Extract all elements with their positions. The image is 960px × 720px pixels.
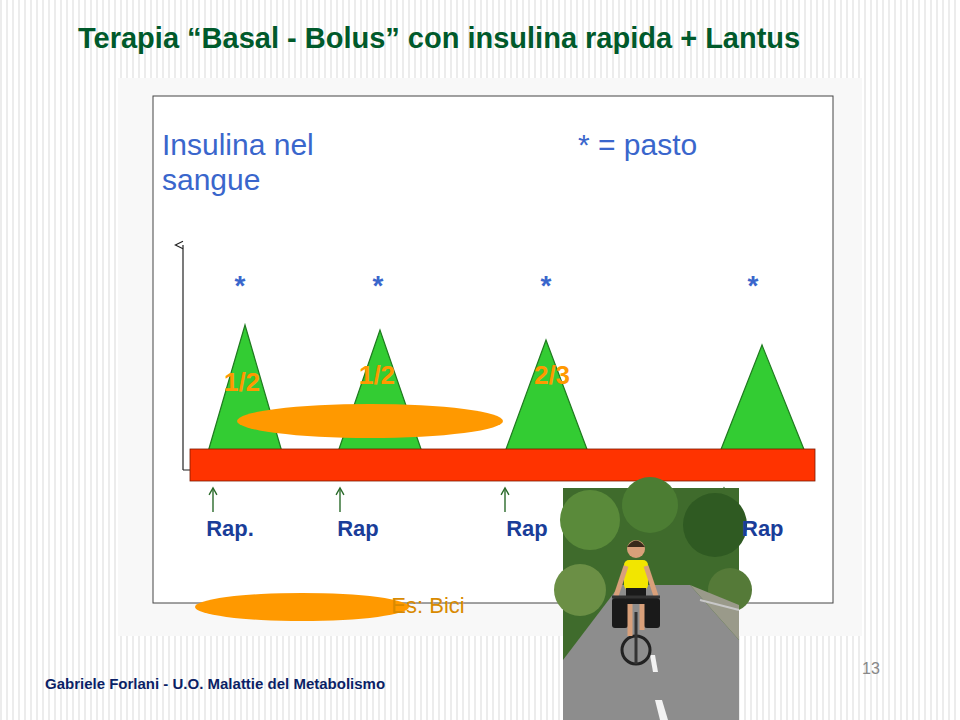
chart-frame <box>153 96 833 603</box>
insulin-peak <box>208 325 282 452</box>
dose-fraction: 1/2 <box>359 361 395 391</box>
slide-number: 13 <box>862 660 880 678</box>
slide-panel <box>118 78 862 636</box>
meal-marker: * <box>373 270 384 302</box>
cyclist-photo <box>554 477 752 720</box>
injection-label: Rap <box>337 516 379 541</box>
dose-fraction: 2/3 <box>534 361 570 391</box>
exercise-ellipse <box>237 404 503 438</box>
injection-arrow <box>339 488 340 512</box>
injection-arrow <box>212 488 213 512</box>
insulin-peak <box>505 340 588 452</box>
axis-label: Insulina nel sangue <box>162 128 317 197</box>
injection-arrow <box>504 488 505 512</box>
injection-label: Rap <box>742 516 784 541</box>
y-axis <box>182 245 183 470</box>
dose-fraction: 1/2 <box>224 368 260 398</box>
slide-title: Terapia “Basal - Bolus” con insulina rap… <box>78 22 800 55</box>
injection-label: Rap. <box>206 516 254 541</box>
legend-note: * = pasto <box>578 128 697 163</box>
legend-text: Es: Bici <box>391 593 464 618</box>
meal-marker: * <box>541 270 552 302</box>
footer-author: Gabriele Forlani - U.O. Malattie del Met… <box>45 675 385 692</box>
meal-marker: * <box>748 270 759 302</box>
basal-insulin-bar <box>190 449 815 481</box>
insulin-peak <box>720 345 805 452</box>
injection-label: Rap <box>506 516 548 541</box>
legend-swatch <box>195 593 409 621</box>
meal-marker: * <box>235 270 246 302</box>
